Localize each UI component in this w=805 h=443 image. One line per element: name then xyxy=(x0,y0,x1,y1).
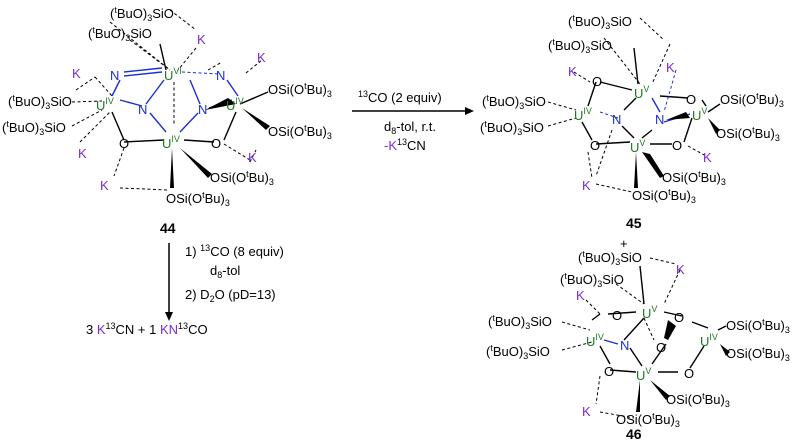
o-atom: O xyxy=(686,92,696,107)
compound-label-45: 45 xyxy=(626,215,642,231)
o-atom: O xyxy=(674,310,684,325)
n-atom: N xyxy=(620,338,629,353)
k-atom: K xyxy=(72,66,81,81)
k-atom: K xyxy=(582,178,591,193)
ligand-tbuo3sio: (tBuO)3SiO xyxy=(482,93,546,111)
ligand-osi-otbu3: OSi(OtBu)3 xyxy=(268,123,332,141)
ligand-osi-otbu3: OSi(OtBu)3 xyxy=(726,317,790,335)
ligand-tbuo3sio: (tBuO)3SiO xyxy=(480,119,544,137)
u-iv-center: UIV xyxy=(586,332,604,349)
ligand-osi-otbu3: OSi(OtBu)3 xyxy=(666,391,730,409)
reaction-arrow-down xyxy=(165,243,173,321)
n-atom: N xyxy=(138,102,147,117)
n-atom: N xyxy=(612,112,621,127)
ligand-osi-otbu3: OSi(OtBu)3 xyxy=(166,190,230,208)
ligand-tbuo3sio: (tBuO)3SiO xyxy=(2,119,66,137)
ligand-osi-otbu3: OSi(OtBu)3 xyxy=(632,187,696,205)
n-atom: N xyxy=(655,112,664,127)
compound-44-structure: K K K K K K N N N N O O UVI UIV UIV UIV … xyxy=(2,5,332,236)
k-atom: K xyxy=(78,146,87,161)
k-atom: K xyxy=(576,288,585,303)
o-atom: O xyxy=(612,308,622,323)
k-atom: K xyxy=(100,178,109,193)
compound-label-44: 44 xyxy=(160,220,176,236)
condition-step1-solvent: d8-tol xyxy=(210,263,240,280)
n-atom: N xyxy=(216,68,225,83)
ligand-tbuo3sio: (tBuO)3SiO xyxy=(8,93,72,111)
ligand-osi-otbu3: OSi(OtBu)3 xyxy=(716,125,780,143)
ligand-tbuo3sio: (tBuO)3SiO xyxy=(568,13,632,31)
compound-46-structure: + K K K O O O O O N xyxy=(486,236,790,442)
condition-step2-d2o: 2) D2O (pD=13) xyxy=(185,287,276,304)
ligand-osi-otbu3: OSi(OtBu)3 xyxy=(210,169,274,187)
ligand-tbuo3sio: (tBuO)3SiO xyxy=(548,37,612,55)
o-atom: O xyxy=(672,138,682,153)
condition-step1-13co: 1) 13CO (8 equiv) xyxy=(185,243,284,259)
ligand-tbuo3sio: (tBuO)3SiO xyxy=(488,313,552,331)
u-v-center: UV xyxy=(630,138,645,155)
u-iv-center: UIV xyxy=(700,332,718,349)
o-atom: O xyxy=(604,364,614,379)
k-atom: K xyxy=(568,64,577,79)
u-iv-center: UIV xyxy=(96,96,114,113)
k-atom: K xyxy=(703,150,712,165)
n-atom: N xyxy=(110,68,119,83)
o-atom: O xyxy=(211,136,221,151)
condition-13co-2equiv: 13CO (2 equiv) xyxy=(358,89,442,105)
n-atom: N xyxy=(198,102,207,117)
o-atom: O xyxy=(590,138,600,153)
ligand-tbuo3sio: (tBuO)3SiO xyxy=(578,249,642,267)
u-iv-center: UIV xyxy=(226,96,244,113)
k-atom: K xyxy=(676,262,685,277)
products-k13cn-kn13co: 3 K13CN + 1 KN13CO xyxy=(86,321,208,337)
k-atom: K xyxy=(666,60,675,75)
ligand-tbuo3sio: (tBuO)3SiO xyxy=(560,271,624,289)
condition-byproduct-k13cn: -K13CN xyxy=(384,137,426,153)
ligand-osi-otbu3: OSi(OtBu)3 xyxy=(662,169,726,187)
compound-label-46: 46 xyxy=(626,426,642,442)
compound-45-structure: K K K K O O O O N N UV UIV UV UV (tBuO)3… xyxy=(480,13,784,231)
k-atom: K xyxy=(582,404,591,419)
ligand-tbuo3sio: (tBuO)3SiO xyxy=(88,25,152,43)
k-atom: K xyxy=(257,50,266,65)
u-iv-center: UIV xyxy=(574,106,592,123)
u-v-center: UV xyxy=(692,106,707,123)
ligand-osi-otbu3: OSi(OtBu)3 xyxy=(726,345,790,363)
u-v-center: UV xyxy=(642,304,657,321)
charge-plus: + xyxy=(620,236,628,251)
o-atom: O xyxy=(119,136,129,151)
o-atom: O xyxy=(684,366,694,381)
o-atom: O xyxy=(656,340,666,355)
o-atom: O xyxy=(592,74,602,89)
reaction-arrow-right xyxy=(352,107,474,115)
condition-solvent: d8-tol, r.t. xyxy=(384,119,436,136)
u-iv-center: UIV xyxy=(162,134,180,151)
u-vi-center: UVI xyxy=(164,66,182,83)
k-atom: K xyxy=(197,32,206,47)
ligand-tbuo3sio: (tBuO)3SiO xyxy=(110,5,174,23)
u-v-center: UV xyxy=(636,366,651,383)
ligand-osi-otbu3: OSi(OtBu)3 xyxy=(268,81,332,99)
k-atom: K xyxy=(248,150,257,165)
ligand-osi-otbu3: OSi(OtBu)3 xyxy=(720,91,784,109)
u-v-center: UV xyxy=(634,84,649,101)
ligand-osi-otbu3: OSi(OtBu)3 xyxy=(616,411,680,429)
ligand-tbuo3sio: (tBuO)3SiO xyxy=(486,343,550,361)
